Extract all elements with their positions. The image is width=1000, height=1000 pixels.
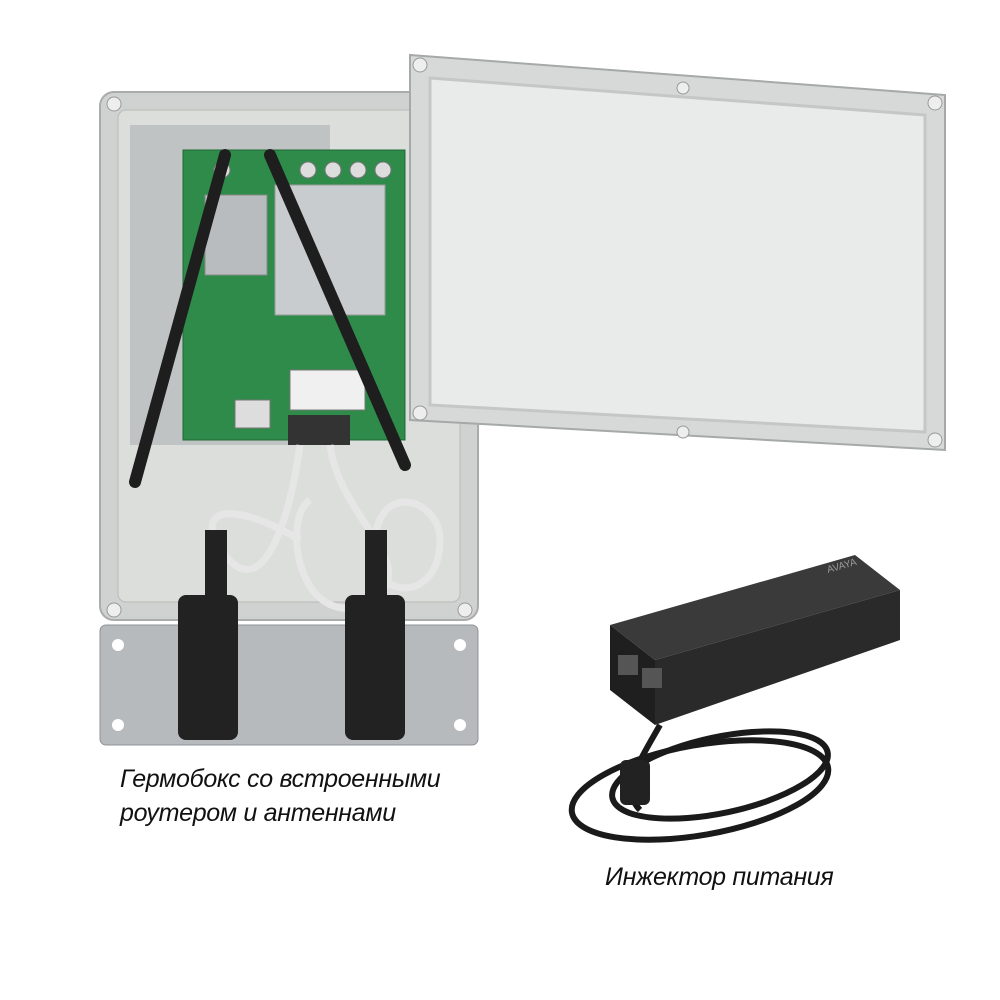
enclosure-caption: Гермобокс со встроенными роутером и анте… bbox=[120, 762, 441, 830]
enclosure-caption-line1: Гермобокс со встроенными bbox=[120, 765, 441, 793]
poe-injector: AVAYA bbox=[610, 555, 900, 725]
router-pcb bbox=[182, 149, 406, 445]
enclosure-lid bbox=[409, 53, 946, 452]
power-plug bbox=[620, 760, 650, 805]
cable-glands bbox=[178, 530, 405, 740]
injector-caption: Инжектор питания bbox=[605, 863, 834, 891]
mounting-plate bbox=[99, 624, 479, 746]
power-cord bbox=[568, 723, 832, 843]
antennas bbox=[129, 149, 411, 488]
enclosure-caption-line2: роутером и антеннами bbox=[120, 799, 396, 827]
